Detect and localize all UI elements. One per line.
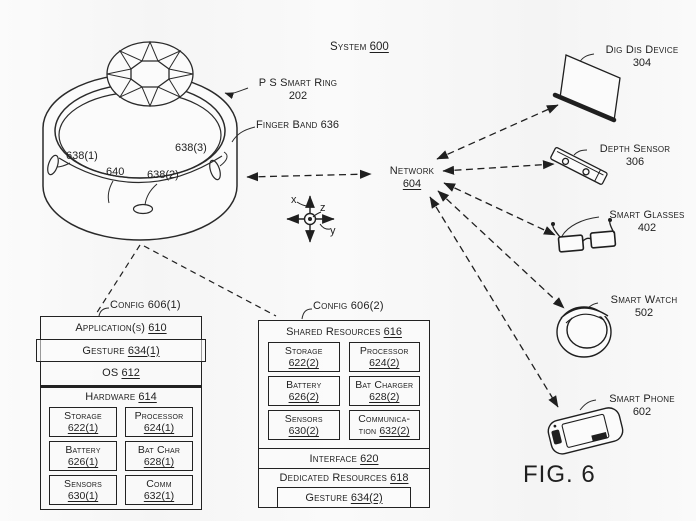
smart-phone-icon: [547, 407, 624, 455]
smart-glasses-icon: [551, 218, 617, 253]
ring-sensor-638-3: [209, 159, 221, 181]
ring-part-label-638-1: 638(1): [66, 150, 98, 162]
finger-band-label: Finger Band 636: [256, 119, 339, 131]
device-label-smart-phone: Smart Phone 602: [609, 393, 675, 418]
hardware-divider: [41, 385, 201, 388]
hardware-row: Hardware 614: [85, 391, 157, 403]
dedicated-resources-row: Dedicated Resources 618: [279, 471, 409, 484]
ring-part-label-640: 640: [106, 166, 125, 178]
gem-icon: [106, 40, 194, 108]
ring-sensor-638-2: [132, 203, 154, 215]
part-640-leader: [107, 180, 114, 204]
device-label-smart-watch: Smart Watch 502: [610, 294, 678, 319]
ring-part-label-638-3: 638(3): [175, 142, 207, 154]
part-638-2-leader: [144, 183, 158, 206]
network-link-arrows: [246, 104, 565, 408]
network-label: Network 604: [389, 165, 435, 190]
applications-row: Application(s) 610: [75, 322, 167, 334]
device-label-smart-glasses: Smart Glasses 402: [609, 209, 685, 234]
os-row: OS 612: [102, 367, 140, 379]
config1-box: Application(s) 610 Gesture 634(1) OS 612…: [36, 316, 206, 511]
device-label-dig-dis: Dig Dis Device 304: [605, 44, 679, 69]
config-link-lines: [95, 244, 277, 317]
depth-sensor-icon: [550, 147, 608, 185]
device-label-depth-sensor: Depth Sensor 306: [599, 143, 671, 168]
ring-title-leader: [224, 87, 249, 100]
gesture-box-2: Gesture 634(2): [277, 487, 411, 508]
axis-orientation-icon: [286, 195, 335, 243]
ring-sensor-638-1: [47, 154, 59, 176]
link-network-depth: [442, 160, 555, 175]
config2-leader: [301, 308, 313, 320]
ring-part-label-638-2: 638(2): [147, 169, 179, 181]
depth-leader: [573, 149, 588, 156]
phone-leader: [579, 399, 597, 411]
smart-ring-label: P S Smart Ring 202: [258, 77, 338, 102]
shared-resources-row: Shared Resources 616: [286, 325, 402, 338]
part-638-3-leader: [219, 151, 228, 167]
link-ring-config2: [143, 245, 277, 317]
gesture-box-1: Gesture 634(1): [36, 339, 206, 362]
config2-title: Config 606(2): [313, 300, 384, 312]
config1-title: Config 606(1): [110, 299, 181, 311]
config1-leader: [98, 307, 110, 317]
axis-x-label: x: [291, 194, 297, 206]
axis-y-label: y: [330, 225, 336, 237]
smart-watch-icon: [556, 306, 612, 358]
figure-caption: FIG. 6: [523, 461, 596, 488]
axis-z-label: z: [320, 202, 326, 214]
finger-band-leader: [231, 126, 256, 143]
link-network-watch: [437, 190, 565, 309]
link-network-glasses: [443, 182, 556, 236]
link-network-digdis: [436, 104, 559, 160]
link-ring-config1: [95, 244, 141, 315]
link-network-phone: [429, 196, 559, 408]
smart-ring-drawing: [42, 40, 238, 241]
system-label: System 600: [330, 41, 389, 53]
display-device-icon: [552, 54, 621, 123]
part-638-1-leader: [56, 162, 71, 168]
link-ring-network: [246, 169, 372, 182]
interface-row: Interface 620: [259, 448, 429, 469]
